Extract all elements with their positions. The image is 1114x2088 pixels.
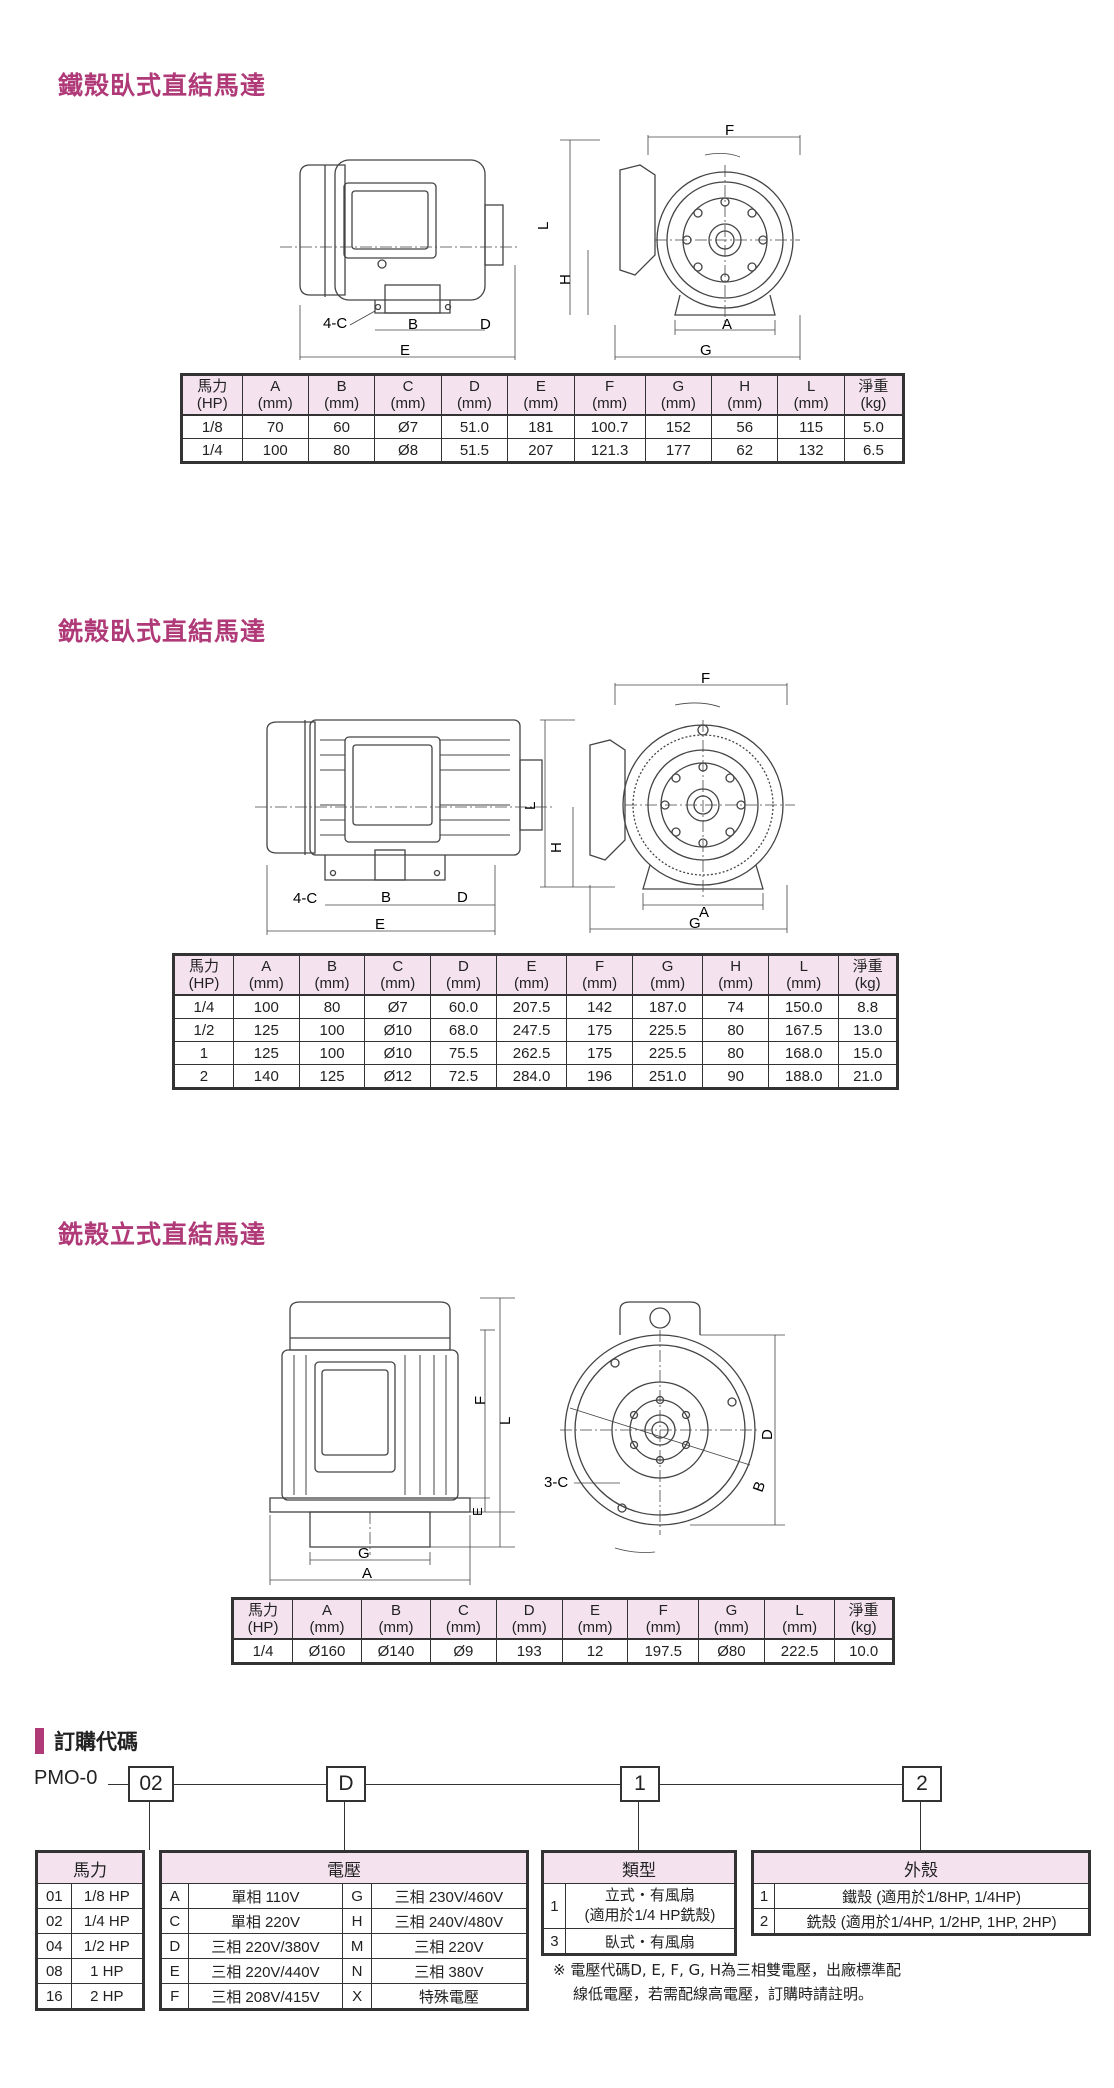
dim-label-e: E [470,1507,485,1516]
code-box-hp: 02 [128,1766,174,1802]
horizontal-cast-motor-drawing: 4-C B D E F L H A G [255,670,795,935]
dim-label-f: F [472,1396,489,1405]
dim-label-f: F [725,122,734,139]
dim-label-g: G [700,342,712,359]
order-title: 訂購代碼 [54,1730,138,1754]
section-title: 銑殼臥式直結馬達 [58,617,267,646]
dim-label-f: F [701,670,710,687]
dim-label-d: D [457,889,468,906]
order-prefix: PMO-0 [34,1767,98,1789]
dim-label-d: D [480,316,491,333]
section-title: 鐵殼臥式直結馬達 [58,71,267,100]
dim-label-e: E [375,916,385,933]
code-box-type: 1 [620,1766,660,1802]
section-title: 銑殼立式直結馬達 [58,1220,267,1249]
dim-label-b: B [381,889,391,906]
spec-table-iron-horizontal: 馬力(HP) A(mm) B(mm) C(mm) D(mm) E(mm) F(m… [180,373,905,464]
dim-label-e: E [400,342,410,359]
dim-label-d: D [759,1429,776,1440]
dim-label-3c: 3-C [544,1474,568,1491]
dim-label-4c: 4-C [293,890,317,907]
dim-label-4c: 4-C [323,315,347,332]
spec-table-cast-horizontal: 馬力(HP) A(mm) B(mm) C(mm) D(mm) E(mm) F(m… [172,953,899,1090]
spec-table-cast-vertical: 馬力(HP) A(mm) B(mm) C(mm) D(mm) E(mm) F(m… [231,1597,895,1665]
dim-label-a: A [699,904,709,921]
dim-label-h: H [557,274,574,285]
section-marker [35,1728,44,1754]
dim-label-a: A [722,316,732,333]
order-note: ※ 電壓代碼D, E, F, G, H為三相雙電壓，出廠標準配 線低電壓，若需配… [553,1961,902,2003]
horizontal-iron-motor-drawing: 4-C B D E F L H A G [280,122,801,360]
dim-label-l: L [522,802,539,810]
dim-label-g: G [358,1545,370,1562]
code-box-voltage: D [326,1766,366,1802]
dim-label-b: B [408,316,418,333]
dim-label-l: L [535,222,552,230]
table-row: 1 立式・有風扇(適用於1/4 HP銑殼) [542,1883,737,1929]
dim-label-a: A [362,1565,372,1582]
dim-label-h: H [548,842,565,853]
code-box-housing: 2 [902,1766,942,1802]
dim-label-l: L [497,1417,514,1425]
vertical-cast-motor-drawing: F L E G A 3-C B D [269,1297,785,1585]
dim-label-b: B [750,1479,769,1494]
dim-label-g: G [689,915,701,932]
